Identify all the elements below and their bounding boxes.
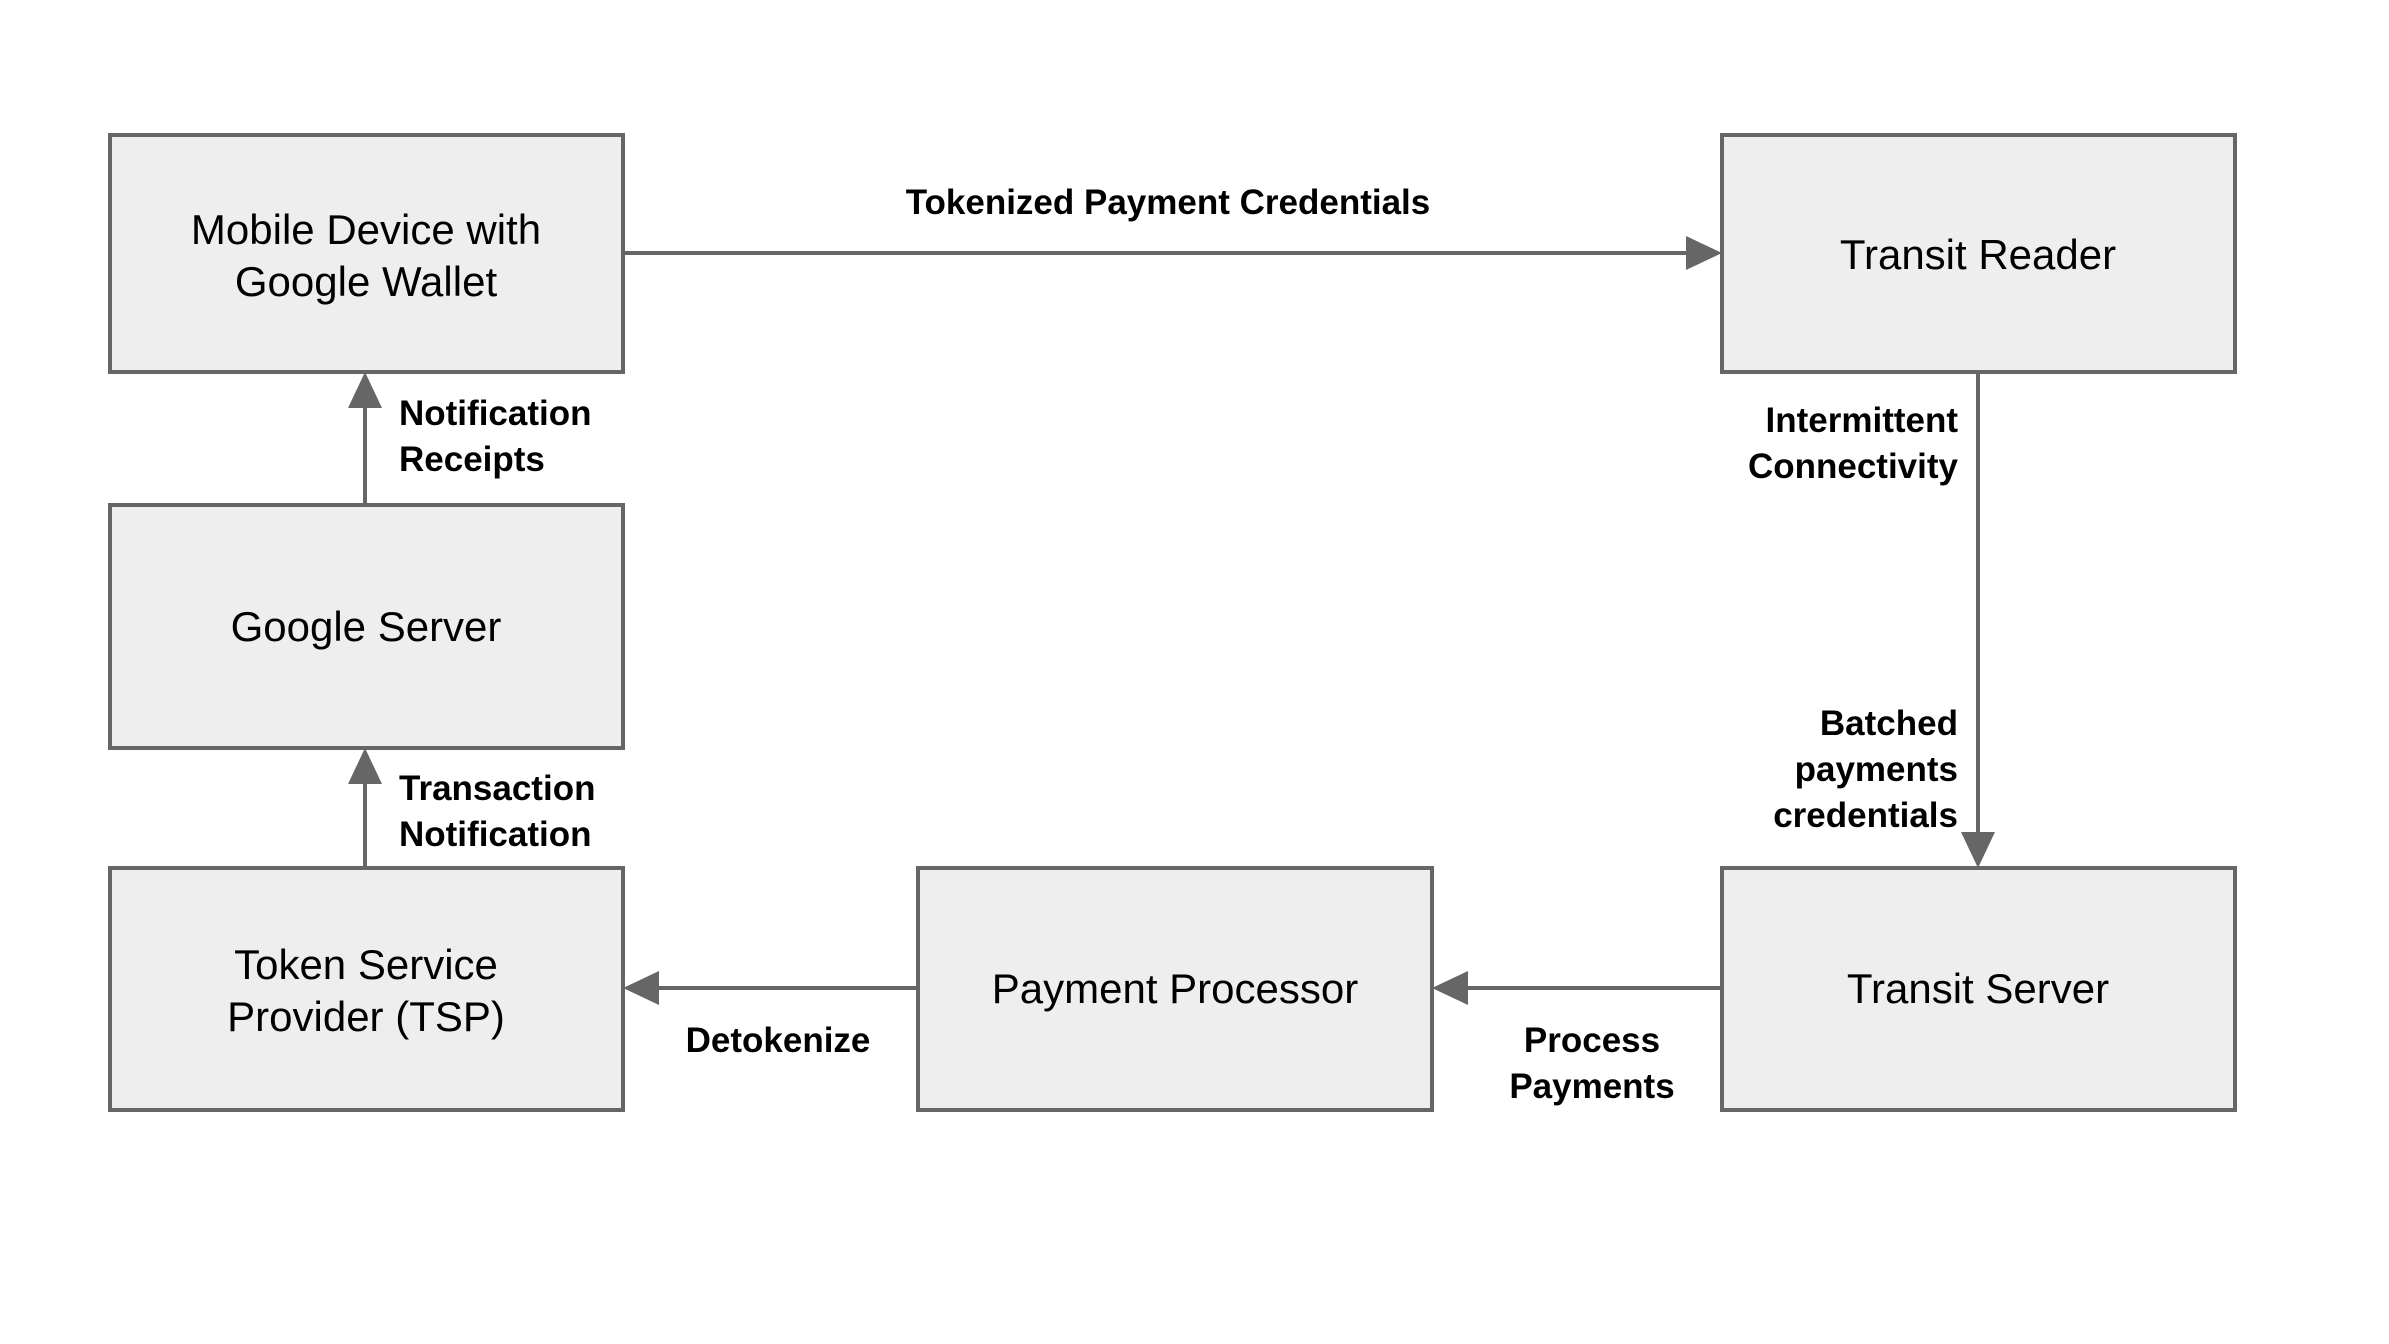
node-mobile-device-box — [108, 133, 625, 374]
edge-reader-to-server[interactable]: Intermittent Connectivity Batched paymen… — [1748, 372, 1995, 868]
node-transit-server-label: Transit Server — [1847, 965, 2109, 1012]
node-transit-reader-box — [1720, 133, 2237, 374]
node-transit-reader[interactable]: Transit Reader — [1720, 133, 2237, 374]
node-token-service-provider-box — [108, 866, 625, 1112]
edge-reader-to-server-label-line2: Connectivity — [1748, 447, 1959, 486]
node-transit-reader-label: Transit Reader — [1840, 231, 2116, 278]
edge-reader-to-server-label-line1: Intermittent — [1766, 401, 1959, 440]
edge-transit-server-to-processor[interactable]: Process Payments — [1432, 971, 1722, 1106]
edge-mobile-to-reader-arrowhead — [1686, 236, 1722, 270]
node-transit-server-box — [1720, 866, 2237, 1112]
edge-tsp-to-google-server-label-line1: Transaction — [399, 769, 595, 808]
edge-reader-to-server-batched-label-line3: credentials — [1773, 796, 1958, 835]
edge-google-server-to-mobile[interactable]: Notification Receipts — [348, 372, 591, 505]
edge-reader-to-server-batched-label-line1: Batched — [1820, 704, 1958, 743]
edge-tsp-to-google-server-arrowhead — [348, 748, 382, 784]
edge-processor-to-tsp[interactable]: Detokenize — [623, 971, 918, 1060]
edge-processor-to-tsp-label: Detokenize — [686, 1021, 871, 1060]
node-payment-processor-box — [916, 866, 1434, 1112]
edge-google-server-to-mobile-arrowhead — [348, 372, 382, 408]
edge-transit-server-to-processor-arrowhead — [1432, 971, 1468, 1005]
node-google-server-box — [108, 503, 625, 750]
node-token-service-provider-label-line1: Token Service — [234, 941, 498, 988]
node-mobile-device-label-line1: Mobile Device with — [191, 206, 541, 253]
edge-mobile-to-reader-label: Tokenized Payment Credentials — [906, 183, 1431, 222]
edge-processor-to-tsp-arrowhead — [623, 971, 659, 1005]
node-payment-processor[interactable]: Payment Processor — [916, 866, 1434, 1112]
edge-tsp-to-google-server-label-line2: Notification — [399, 815, 591, 854]
node-mobile-device[interactable]: Mobile Device with Google Wallet — [108, 133, 625, 374]
edge-reader-to-server-arrowhead — [1961, 832, 1995, 868]
edge-mobile-to-reader[interactable]: Tokenized Payment Credentials — [623, 183, 1722, 270]
node-payment-processor-label: Payment Processor — [992, 965, 1358, 1012]
node-google-server[interactable]: Google Server — [108, 503, 625, 750]
node-token-service-provider-label-line2: Provider (TSP) — [227, 993, 505, 1040]
edge-google-server-to-mobile-label-line2: Receipts — [399, 440, 545, 479]
edge-reader-to-server-batched-label-line2: payments — [1795, 750, 1958, 789]
node-transit-server[interactable]: Transit Server — [1720, 866, 2237, 1112]
node-mobile-device-label-line2: Google Wallet — [235, 258, 498, 305]
node-google-server-label: Google Server — [231, 603, 502, 650]
node-token-service-provider[interactable]: Token Service Provider (TSP) — [108, 866, 625, 1112]
edge-transit-server-to-processor-label-line2: Payments — [1509, 1067, 1674, 1106]
edge-google-server-to-mobile-label-line1: Notification — [399, 394, 591, 433]
edge-transit-server-to-processor-label-line1: Process — [1524, 1021, 1660, 1060]
edge-tsp-to-google-server[interactable]: Transaction Notification — [348, 748, 595, 868]
